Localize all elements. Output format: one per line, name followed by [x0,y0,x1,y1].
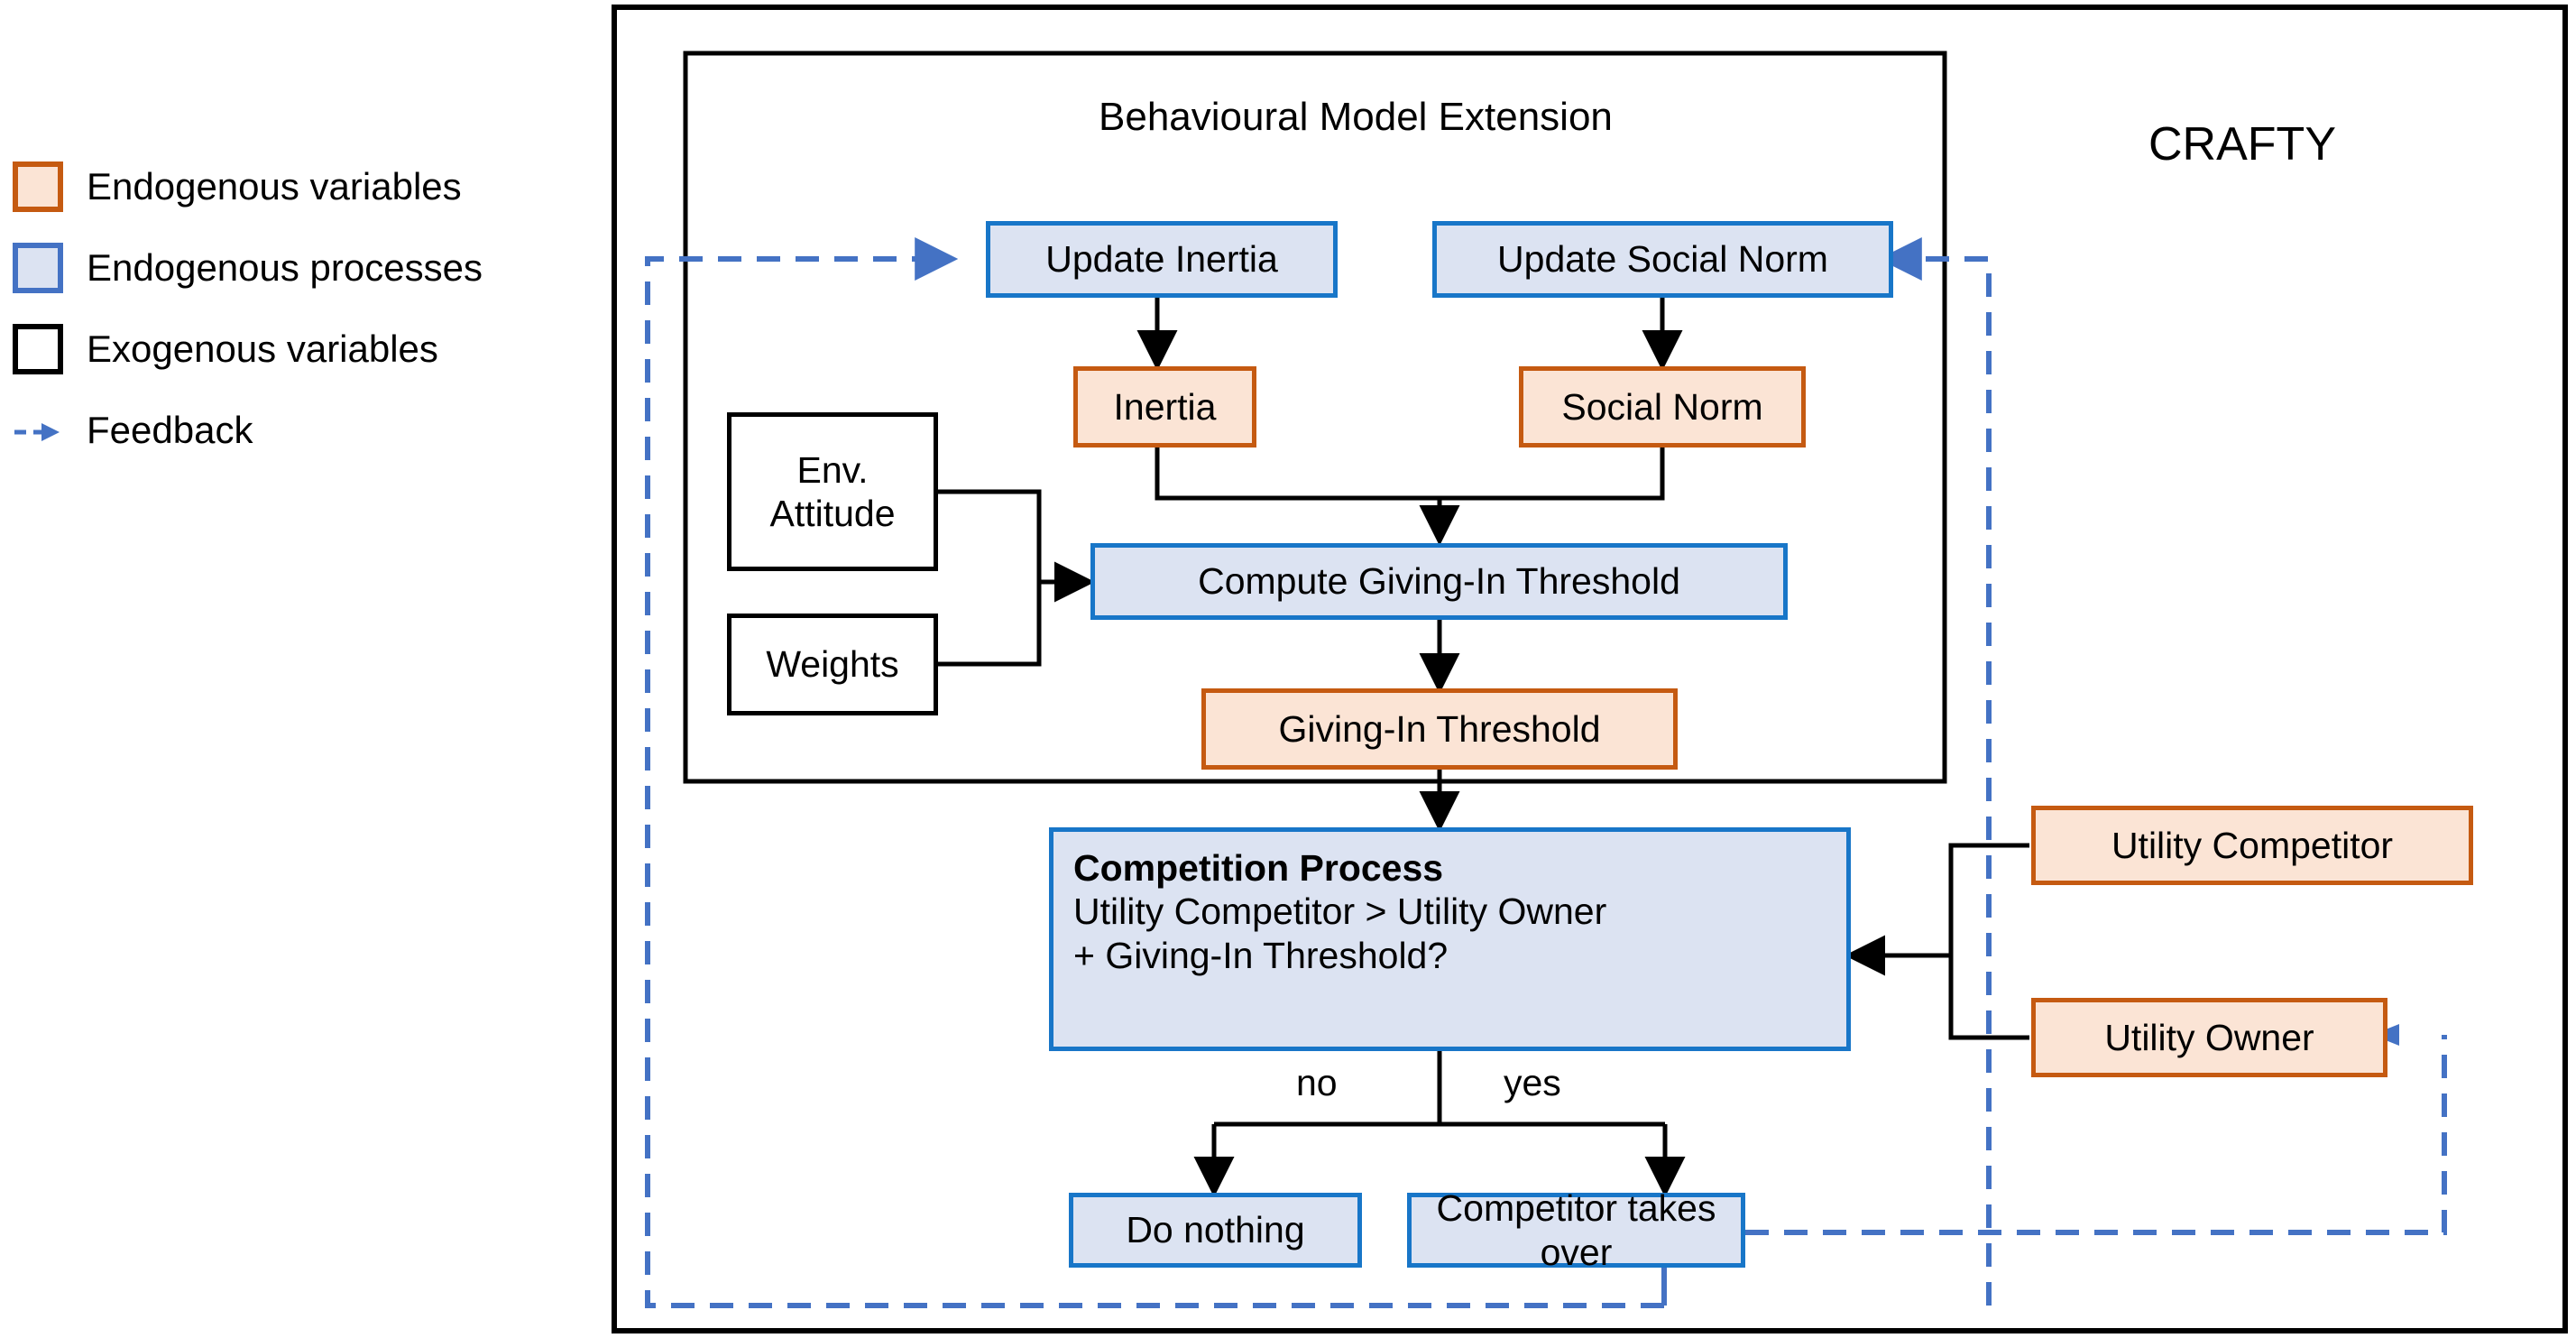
node-weights[interactable]: Weights [727,614,938,715]
legend-label: Endogenous processes [87,246,483,289]
node-label: Competitor takes over [1436,1187,1716,1273]
node-label: Social Norm [1561,385,1763,428]
orange-square-icon [13,161,63,212]
node-label: Update Social Norm [1497,238,1828,281]
competition-process-title: Competition Process [1073,847,1444,889]
node-label: Inertia [1113,385,1217,428]
legend-item-endogenous-processes: Endogenous processes [13,235,572,301]
competition-process-line3: + Giving-In Threshold? [1073,934,1449,976]
node-label-line2: Attitude [769,493,896,534]
legend-item-feedback: Feedback [13,397,572,464]
legend-label: Exogenous variables [87,328,438,370]
inner-frame-title: Behavioural Model Extension [1099,95,1613,139]
node-competitor-takes-over[interactable]: Competitor takes over [1407,1187,1745,1273]
competition-process-line2: Utility Competitor > Utility Owner [1073,890,1607,933]
page-title: CRAFTY [2148,118,2336,171]
node-label: Utility Owner [2104,1016,2314,1058]
legend-label: Feedback [87,409,253,451]
node-label-line1: Env. [796,448,869,491]
node-do-nothing[interactable]: Do nothing [1069,1193,1362,1268]
node-social-norm[interactable]: Social Norm [1519,366,1806,448]
branch-label-yes: yes [1504,1062,1561,1103]
node-label: Giving-In Threshold [1278,707,1601,750]
blue-square-icon [13,243,63,293]
node-inertia[interactable]: Inertia [1073,366,1256,448]
legend-item-endogenous-variables: Endogenous variables [13,153,572,220]
blue-dashed-arrow-icon [13,405,63,456]
node-compute-giving-in-threshold[interactable]: Compute Giving-In Threshold [1090,543,1788,620]
node-label: Utility Competitor [2111,824,2394,866]
node-competition-process[interactable]: Competition Process Utility Competitor >… [1049,827,1851,1051]
node-label: Do nothing [1126,1209,1305,1251]
node-update-inertia[interactable]: Update Inertia [986,221,1338,298]
behavioural-model-frame [683,51,1947,784]
legend: Endogenous variables Endogenous processe… [13,153,572,478]
feedback-lines [645,237,2447,1308]
node-label: Weights [766,643,899,686]
node-utility-owner[interactable]: Utility Owner [2031,998,2387,1077]
node-utility-competitor[interactable]: Utility Competitor [2031,806,2473,885]
branch-label-no: no [1296,1062,1338,1103]
node-update-social-norm[interactable]: Update Social Norm [1432,221,1893,298]
crafty-frame [612,5,2568,1333]
node-env-attitude[interactable]: Env. Attitude [727,412,938,571]
connector-lines [938,298,2029,1198]
white-square-icon [13,324,63,374]
legend-item-exogenous-variables: Exogenous variables [13,316,572,383]
node-label: Update Inertia [1045,238,1278,281]
legend-label: Endogenous variables [87,165,462,208]
node-label: Compute Giving-In Threshold [1198,560,1680,603]
node-giving-in-threshold[interactable]: Giving-In Threshold [1201,688,1678,770]
